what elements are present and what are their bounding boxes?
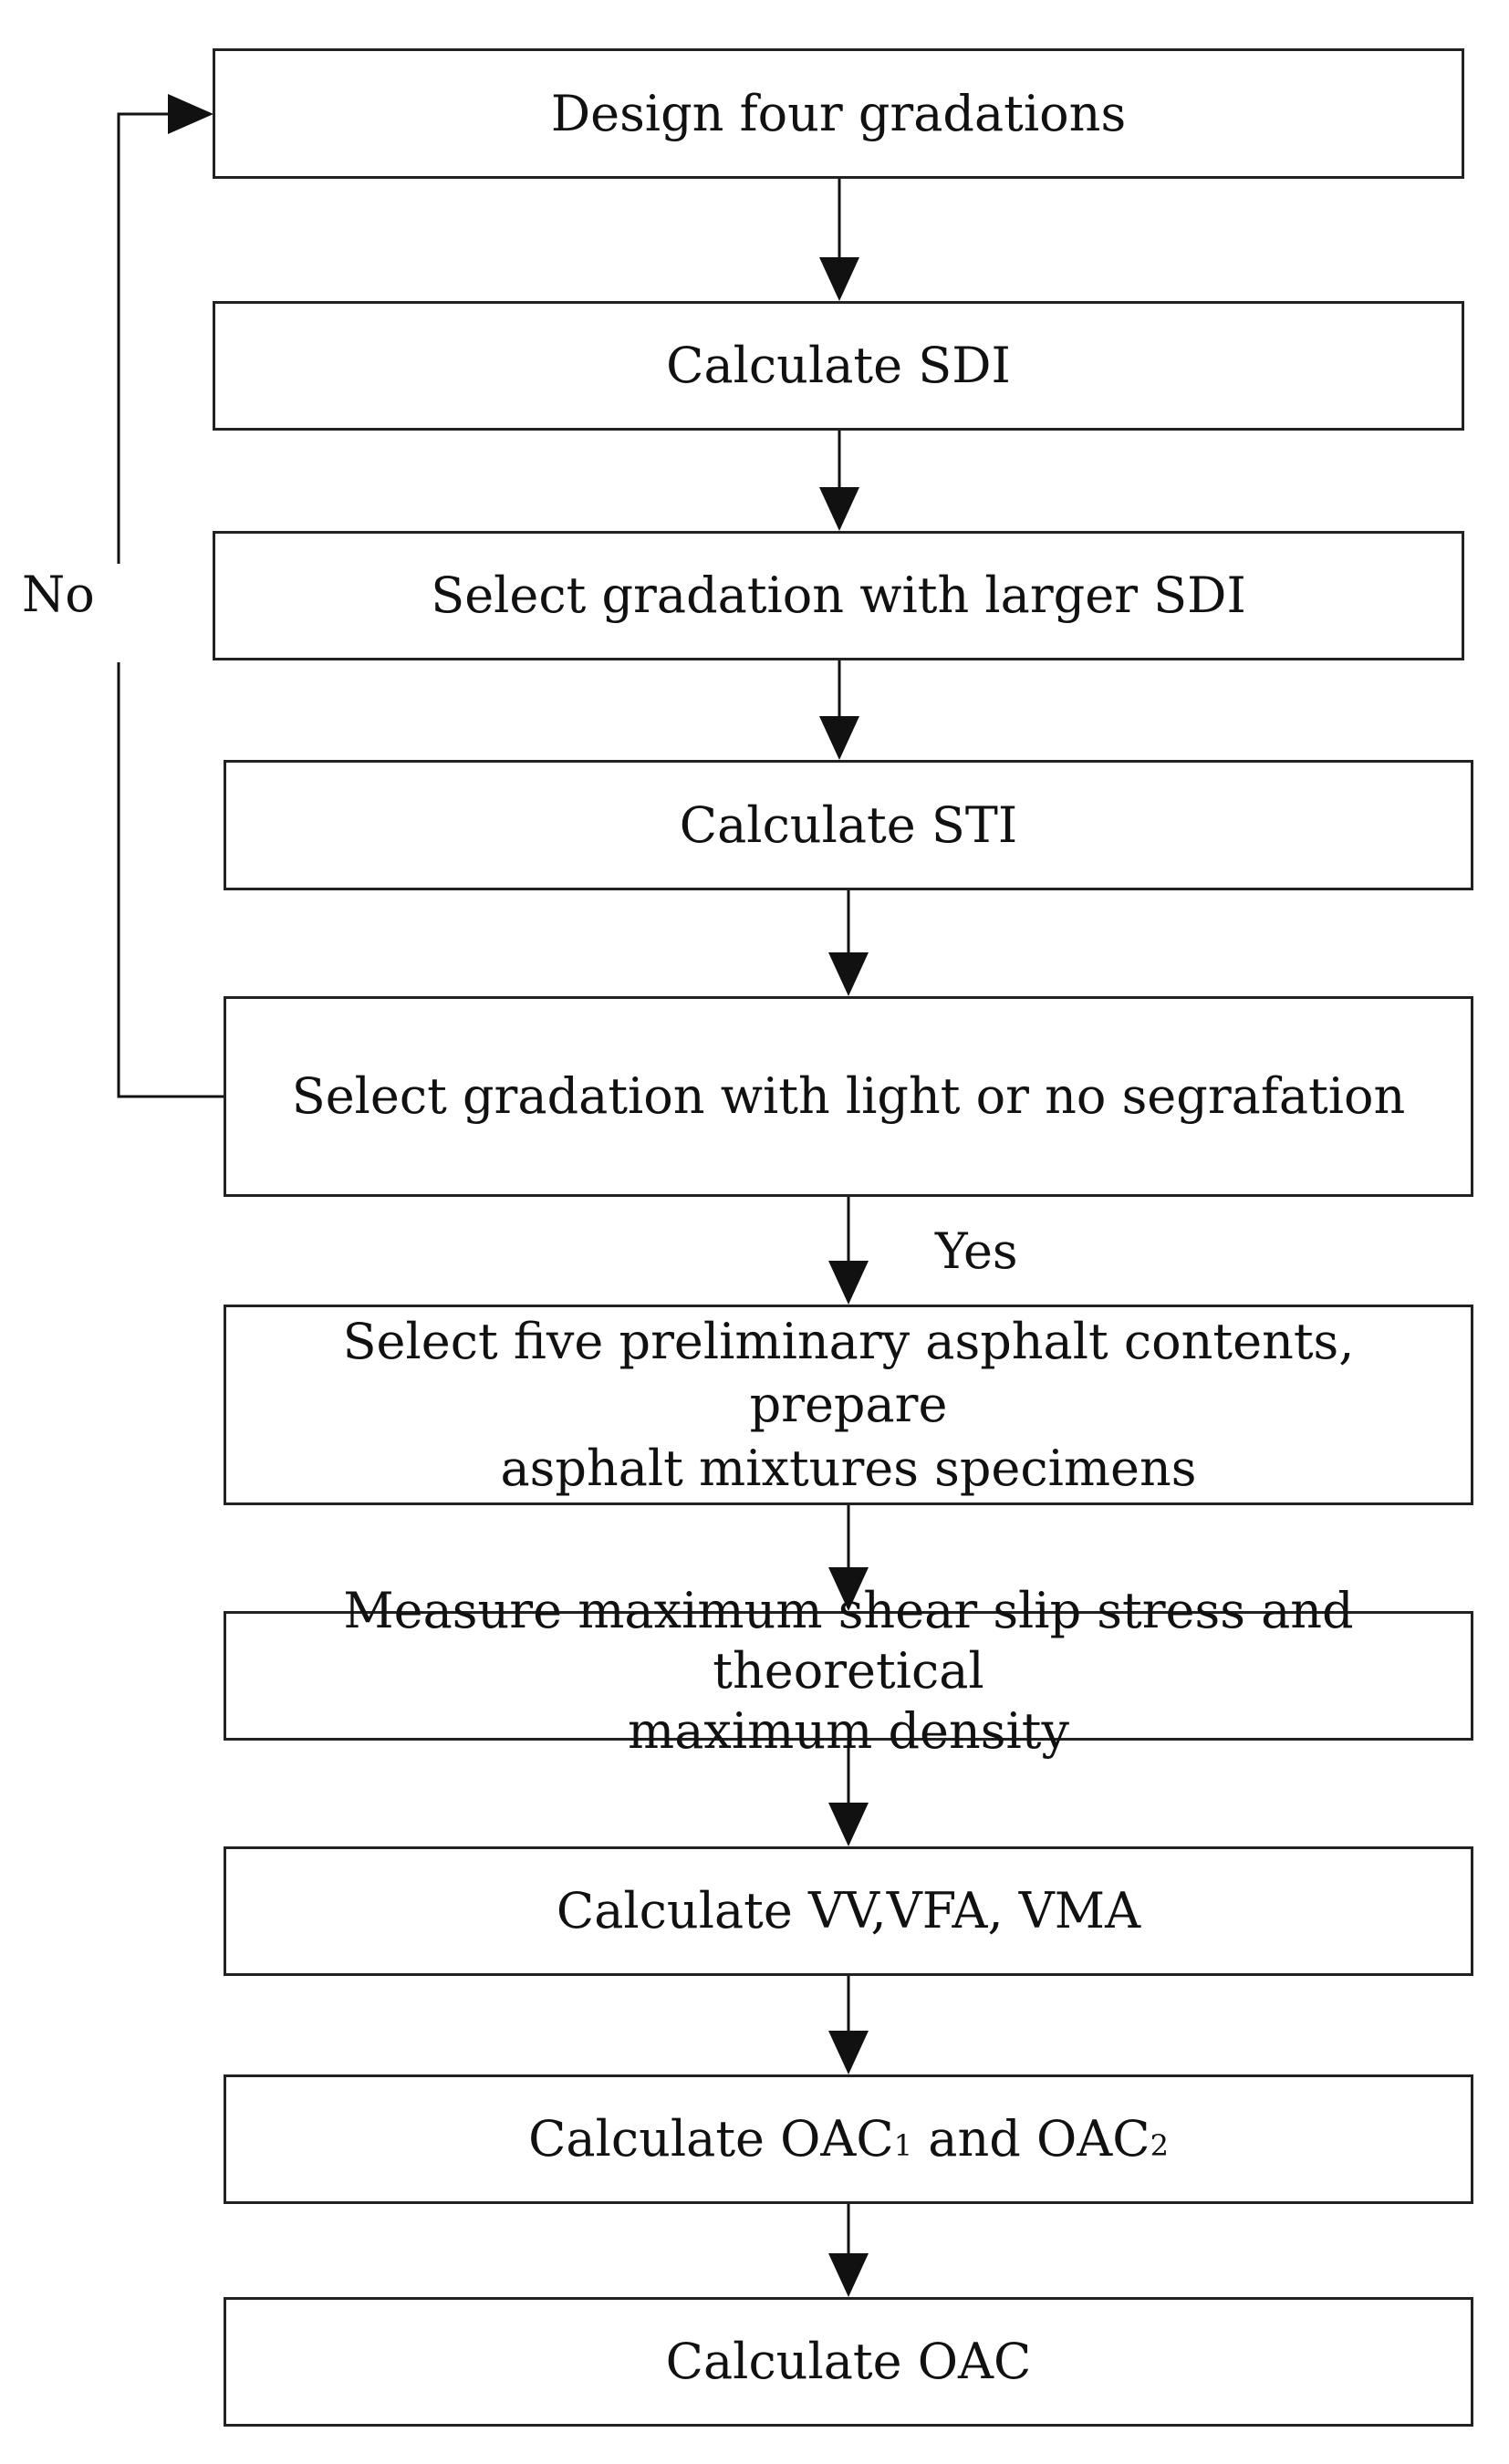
arrowhead-3-4 <box>819 716 859 760</box>
feedback-loop-line <box>117 112 224 1098</box>
step-calculate-sti: Calculate STI <box>224 760 1473 890</box>
step-calculate-sti-text: Calculate STI <box>679 795 1018 854</box>
step-measure-shear-stress: Measure maximum shear slip stress and th… <box>224 1582 1473 1760</box>
step-select-no-segregation: Select gradation with light or no segraf… <box>224 996 1473 1197</box>
arrowhead-1-2 <box>819 257 859 301</box>
arrowhead-feedback <box>168 94 213 134</box>
step-calculate-oac-text: Calculate OAC <box>665 2333 1032 2391</box>
step-calculate-vv-vfa-vma: Calculate VV,VFA, VMA <box>224 1846 1473 1976</box>
arrowhead-2-3 <box>819 487 859 531</box>
step-calculate-vv-vfa-vma-text: Calculate VV,VFA, VMA <box>556 1882 1141 1940</box>
step-calculate-oac1-oac2-text: Calculate OAC1 and OAC2 <box>528 2107 1169 2170</box>
oac-middle: and OAC <box>912 2110 1150 2168</box>
arrowhead-4-5 <box>828 952 869 996</box>
step-calculate-oac: Calculate OAC <box>224 2297 1473 2427</box>
arrowhead-9-10 <box>828 2253 869 2297</box>
step-select-larger-sdi-text: Select gradation with larger SDI <box>431 567 1246 625</box>
step-select-no-segregation-text: Select gradation with light or no segraf… <box>291 1067 1406 1126</box>
arrowhead-8-9 <box>828 2031 869 2074</box>
oac-subscript-1: 1 <box>893 2128 913 2164</box>
arrowhead-5-6 <box>828 1261 869 1305</box>
arrowhead-6-7 <box>828 1567 869 1611</box>
step-select-larger-sdi: Select gradation with larger SDI <box>213 531 1464 660</box>
oac-prefix: Calculate OAC <box>528 2110 894 2168</box>
step-design-gradations-text: Design four gradations <box>550 84 1127 142</box>
step-measure-shear-stress-line2: maximum density <box>628 1701 1069 1760</box>
no-label-gap <box>108 564 130 662</box>
step-design-gradations: Design four gradations <box>213 48 1464 179</box>
arrowhead-7-8 <box>828 1803 869 1846</box>
step-select-asphalt-contents-line2: asphalt mixtures specimens <box>500 1439 1197 1497</box>
label-yes: Yes <box>935 1222 1018 1280</box>
step-calculate-sdi-text: Calculate SDI <box>666 337 1011 395</box>
step-select-asphalt-contents-line1: Select five preliminary asphalt contents… <box>342 1313 1355 1434</box>
oac-subscript-2: 2 <box>1150 2128 1169 2164</box>
step-measure-shear-stress-line1: Measure maximum shear slip stress and th… <box>343 1582 1354 1700</box>
step-select-asphalt-contents: Select five preliminary asphalt contents… <box>224 1305 1473 1505</box>
step-calculate-sdi: Calculate SDI <box>213 301 1464 431</box>
step-calculate-oac1-oac2: Calculate OAC1 and OAC2 <box>224 2074 1473 2204</box>
label-no: No <box>22 566 95 623</box>
